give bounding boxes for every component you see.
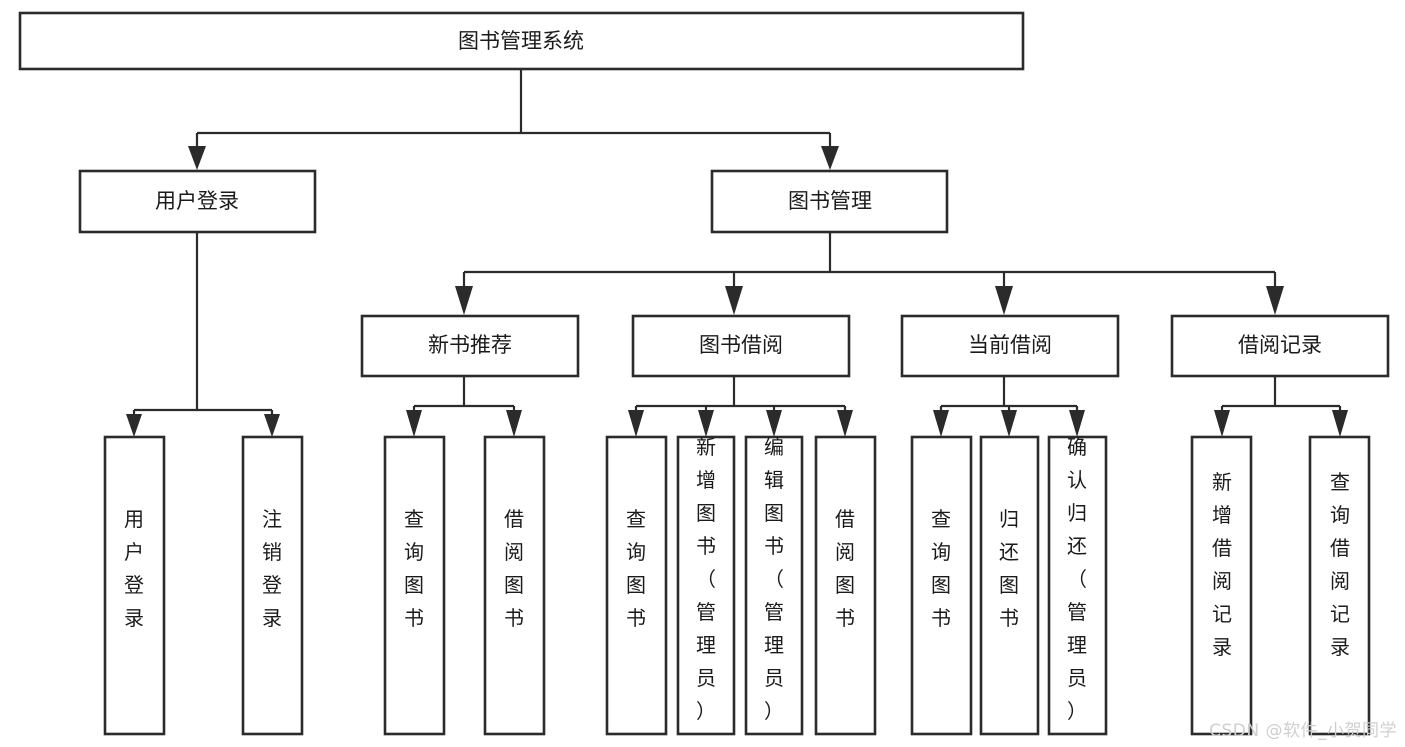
node-user-login[interactable]: 用户登录 xyxy=(78,169,317,234)
node-book-borrow-label: 图书借阅 xyxy=(699,333,783,357)
node-borrow-record-label: 借阅记录 xyxy=(1238,333,1322,357)
leaf-bookborrow-edit-box[interactable] xyxy=(744,435,804,736)
arrowhead-current-borrow xyxy=(995,286,1013,315)
leaf-borrowrecord-query-label: 查询借阅记录 xyxy=(1330,470,1350,659)
leaf-currentborrow-return-label: 归还图书 xyxy=(999,507,1019,630)
leaf-borrowrecord-add-label: 新增借阅记录 xyxy=(1212,470,1232,659)
leaf-borrowrecord-add-box[interactable] xyxy=(1190,435,1253,736)
leaf-newbook-borrow-label: 借阅图书 xyxy=(504,507,524,630)
node-root-box[interactable] xyxy=(18,11,1025,71)
arrowhead-leaf-bookborrow-1 xyxy=(628,410,644,437)
leaf-bookborrow-borrow-box[interactable] xyxy=(814,435,877,736)
arrowhead-leaf-borrowrecord-1 xyxy=(1214,410,1230,437)
node-new-book-recommend-label: 新书推荐 xyxy=(428,333,512,357)
node-borrow-record[interactable]: 借阅记录 xyxy=(1170,314,1390,378)
arrowhead-leaf-user-login-1 xyxy=(126,414,142,437)
leaf-node[interactable]: 编辑图书（管理员） xyxy=(744,435,804,736)
node-book-borrow-box[interactable] xyxy=(631,314,851,378)
node-current-borrow[interactable]: 当前借阅 xyxy=(900,314,1120,378)
node-root[interactable]: 图书管理系统 xyxy=(18,11,1025,71)
arrowhead-user-login xyxy=(188,146,206,170)
leaf-node[interactable]: 用户登录 xyxy=(103,435,166,736)
leaf-bookborrow-add-box[interactable] xyxy=(676,435,736,736)
node-root-label: 图书管理系统 xyxy=(458,29,584,53)
leaf-node[interactable]: 注销登录 xyxy=(241,435,304,736)
arrowhead-book-mgmt xyxy=(821,146,839,170)
leaf-logout-label: 注销登录 xyxy=(262,507,282,630)
leaf-bookborrow-borrow-label: 借阅图书 xyxy=(835,507,855,630)
leaf-bookborrow-edit-label: 编辑图书（管理员） xyxy=(764,435,784,723)
node-current-borrow-label: 当前借阅 xyxy=(968,333,1052,357)
arrowhead-leaf-currentborrow-2 xyxy=(1001,410,1017,437)
node-borrow-record-box[interactable] xyxy=(1170,314,1390,378)
leaf-node[interactable]: 查询图书 xyxy=(605,435,668,736)
leaf-currentborrow-query-label: 查询图书 xyxy=(931,507,951,630)
leaf-currentborrow-confirm-box[interactable] xyxy=(1047,435,1108,736)
leaf-currentborrow-query-box[interactable] xyxy=(910,435,973,736)
node-new-book-recommend-box[interactable] xyxy=(360,314,580,378)
arrowhead-leaf-newbook-2 xyxy=(506,410,522,437)
leaf-node[interactable]: 新增图书（管理员） xyxy=(676,435,736,736)
arrowhead-leaf-bookborrow-2 xyxy=(698,410,714,437)
leaf-currentborrow-return-box[interactable] xyxy=(979,435,1040,736)
leaf-node[interactable]: 新增借阅记录 xyxy=(1190,435,1253,736)
arrowhead-leaf-bookborrow-4 xyxy=(837,410,853,437)
leaf-bookborrow-query-box[interactable] xyxy=(605,435,668,736)
node-user-login-box[interactable] xyxy=(78,169,317,234)
node-book-management[interactable]: 图书管理 xyxy=(710,169,949,234)
arrowhead-leaf-user-login-2 xyxy=(264,414,280,437)
arrowhead-borrow-record xyxy=(1266,286,1284,315)
leaf-newbook-query-label: 查询图书 xyxy=(404,507,424,630)
node-current-borrow-box[interactable] xyxy=(900,314,1120,378)
leaf-newbook-borrow-box[interactable] xyxy=(483,435,546,736)
connector-layer xyxy=(126,69,1348,437)
leaf-node[interactable]: 归还图书 xyxy=(979,435,1040,736)
arrowhead-leaf-borrowrecord-2 xyxy=(1332,410,1348,437)
node-user-login-label: 用户登录 xyxy=(155,189,239,213)
leaf-node[interactable]: 查询图书 xyxy=(910,435,973,736)
leaf-user-login-label: 用户登录 xyxy=(124,507,144,630)
node-book-management-label: 图书管理 xyxy=(788,189,872,213)
arrowhead-new-book xyxy=(455,286,473,315)
arrowhead-book-borrow xyxy=(725,286,743,315)
leaf-newbook-query-box[interactable] xyxy=(383,435,446,736)
leaf-node[interactable]: 确认归还（管理员） xyxy=(1047,435,1108,736)
arrowhead-leaf-currentborrow-3 xyxy=(1069,410,1085,437)
leaf-bookborrow-query-label: 查询图书 xyxy=(626,507,646,630)
leaf-node[interactable]: 查询借阅记录 xyxy=(1308,435,1371,736)
node-new-book-recommend[interactable]: 新书推荐 xyxy=(360,314,580,378)
leaf-borrowrecord-query-box[interactable] xyxy=(1308,435,1371,736)
node-book-borrow[interactable]: 图书借阅 xyxy=(631,314,851,378)
arrowhead-leaf-bookborrow-3 xyxy=(766,410,782,437)
leaf-node[interactable]: 查询图书 xyxy=(383,435,446,736)
leaf-node[interactable]: 借阅图书 xyxy=(814,435,877,736)
node-book-management-box[interactable] xyxy=(710,169,949,234)
leaf-user-login-box[interactable] xyxy=(103,435,166,736)
leaf-node[interactable]: 借阅图书 xyxy=(483,435,546,736)
leaf-bookborrow-add-label: 新增图书（管理员） xyxy=(696,435,716,723)
watermark-text: CSDN @软件_小贺同学 xyxy=(1209,721,1397,741)
arrowhead-leaf-currentborrow-1 xyxy=(933,410,949,437)
leaf-logout-box[interactable] xyxy=(241,435,304,736)
leaf-currentborrow-confirm-label: 确认归还（管理员） xyxy=(1067,435,1087,723)
arrowhead-leaf-newbook-1 xyxy=(406,410,422,437)
